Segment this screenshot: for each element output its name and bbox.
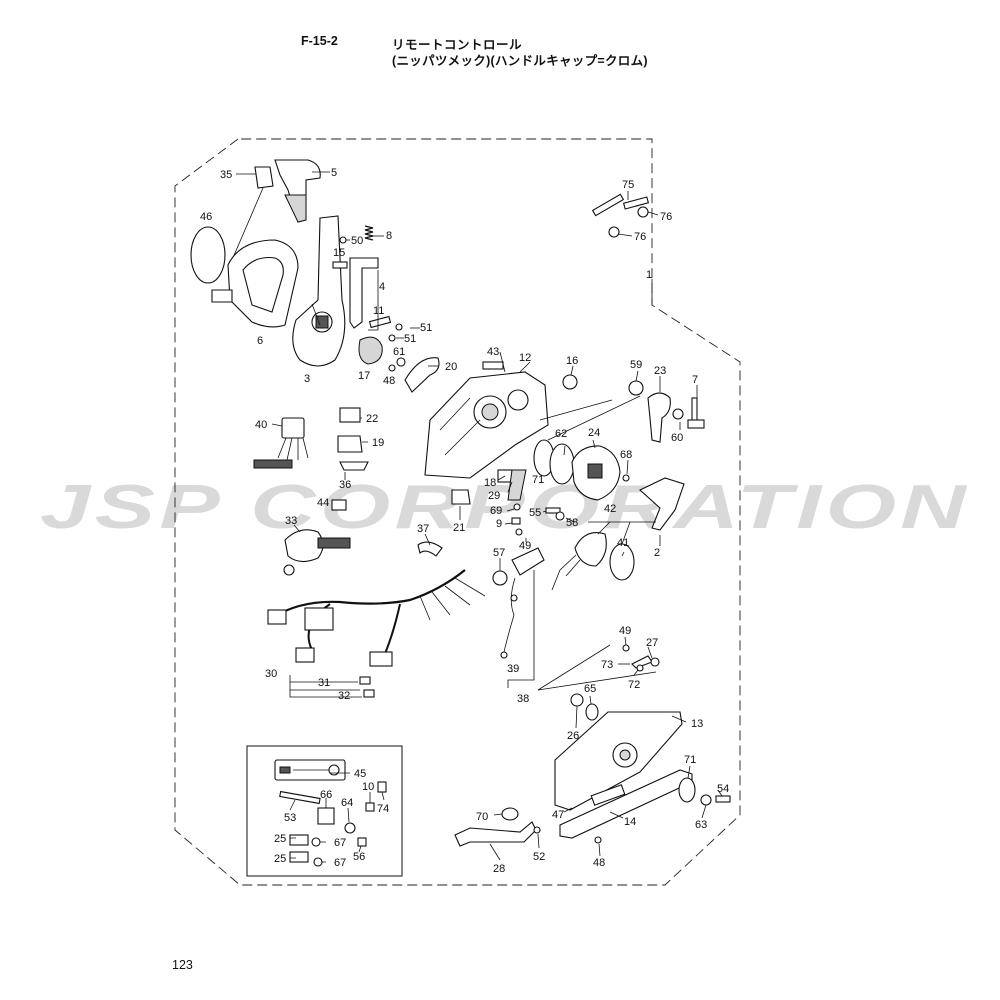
label-21: 21 [453, 522, 465, 534]
label-4: 4 [379, 281, 385, 293]
label-76a: 76 [660, 211, 672, 223]
label-40: 40 [255, 419, 267, 431]
label-67b: 67 [334, 857, 346, 869]
label-42: 42 [604, 503, 616, 515]
label-66: 66 [320, 789, 332, 801]
label-64: 64 [341, 797, 353, 809]
label-24: 24 [588, 427, 600, 439]
label-35: 35 [220, 169, 232, 181]
label-32: 32 [338, 690, 350, 702]
label-68: 68 [620, 449, 632, 461]
label-59: 59 [630, 359, 642, 371]
label-18: 18 [484, 477, 496, 489]
label-56: 56 [353, 851, 365, 863]
label-20: 20 [445, 361, 457, 373]
leader-lines [236, 171, 723, 863]
label-37: 37 [417, 523, 429, 535]
label-47: 47 [552, 809, 564, 821]
label-38: 38 [517, 693, 529, 705]
assembly-boundary [174, 138, 741, 886]
label-48a: 48 [383, 375, 395, 387]
label-30: 30 [265, 668, 277, 680]
label-41: 41 [617, 537, 629, 549]
label-74: 74 [377, 803, 389, 815]
label-72: 72 [628, 679, 640, 691]
label-31: 31 [318, 677, 330, 689]
label-48b: 48 [593, 857, 605, 869]
diagram-title: リモートコントロール [392, 38, 523, 52]
label-49b: 49 [619, 625, 631, 637]
label-22: 22 [366, 413, 378, 425]
label-54: 54 [717, 783, 729, 795]
label-15: 15 [333, 247, 345, 259]
label-8: 8 [386, 230, 392, 242]
label-70: 70 [476, 811, 488, 823]
harness-group [253, 407, 486, 698]
page-number: 123 [172, 958, 193, 972]
label-43: 43 [487, 346, 499, 358]
label-16: 16 [566, 355, 578, 367]
o-ring-46 [190, 226, 226, 284]
label-73: 73 [601, 659, 613, 671]
label-27: 27 [646, 637, 658, 649]
label-23: 23 [654, 365, 666, 377]
label-44: 44 [317, 497, 329, 509]
label-39: 39 [507, 663, 519, 675]
label-6: 6 [257, 335, 263, 347]
label-14: 14 [624, 816, 636, 828]
diagram-subtitle: (ニッパツメック)(ハンドルキャップ=クロム) [392, 54, 648, 68]
label-3: 3 [304, 373, 310, 385]
handle-assembly [190, 159, 440, 393]
label-76b: 76 [634, 231, 646, 243]
label-60: 60 [671, 432, 683, 444]
label-52: 52 [533, 851, 545, 863]
label-50: 50 [351, 235, 363, 247]
kit-parts [274, 759, 387, 867]
kit-inset-box [246, 745, 403, 877]
label-57: 57 [493, 547, 505, 559]
label-17: 17 [358, 370, 370, 382]
watermark-text: JSP CORPORATION [40, 473, 970, 542]
label-65: 65 [584, 683, 596, 695]
label-7: 7 [692, 374, 698, 386]
label-55: 55 [529, 507, 541, 519]
part-labels: 1 2 3 4 5 6 7 8 9 10 11 12 13 14 15 16 1… [200, 167, 729, 875]
label-71b: 71 [684, 754, 696, 766]
label-1: 1 [646, 269, 652, 281]
label-75: 75 [622, 179, 634, 191]
cross-pin-set [591, 193, 650, 238]
label-11: 11 [373, 305, 384, 317]
label-26: 26 [567, 730, 579, 742]
label-29: 29 [488, 490, 500, 502]
label-2: 2 [654, 547, 660, 559]
label-62: 62 [555, 428, 567, 440]
label-13: 13 [691, 718, 703, 730]
label-53: 53 [284, 812, 296, 824]
label-28: 28 [493, 863, 505, 875]
diagram-code: F-15-2 [301, 34, 338, 48]
label-5: 5 [331, 167, 337, 179]
label-9: 9 [496, 518, 502, 530]
label-58: 58 [566, 517, 578, 529]
label-63: 63 [695, 819, 707, 831]
label-25b: 25 [274, 853, 286, 865]
label-12: 12 [519, 352, 531, 364]
label-51a: 51 [420, 322, 432, 334]
cover-plates [454, 644, 731, 847]
label-33: 33 [285, 515, 297, 527]
label-46: 46 [200, 211, 212, 223]
label-71a: 71 [532, 474, 544, 486]
label-45: 45 [354, 768, 366, 780]
label-19: 19 [372, 437, 384, 449]
label-51b: 51 [404, 333, 416, 345]
label-61: 61 [393, 346, 405, 358]
label-36: 36 [339, 479, 351, 491]
label-10: 10 [362, 781, 374, 793]
label-49a: 49 [519, 540, 531, 552]
label-25a: 25 [274, 833, 286, 845]
label-69: 69 [490, 505, 502, 517]
label-67a: 67 [334, 837, 346, 849]
